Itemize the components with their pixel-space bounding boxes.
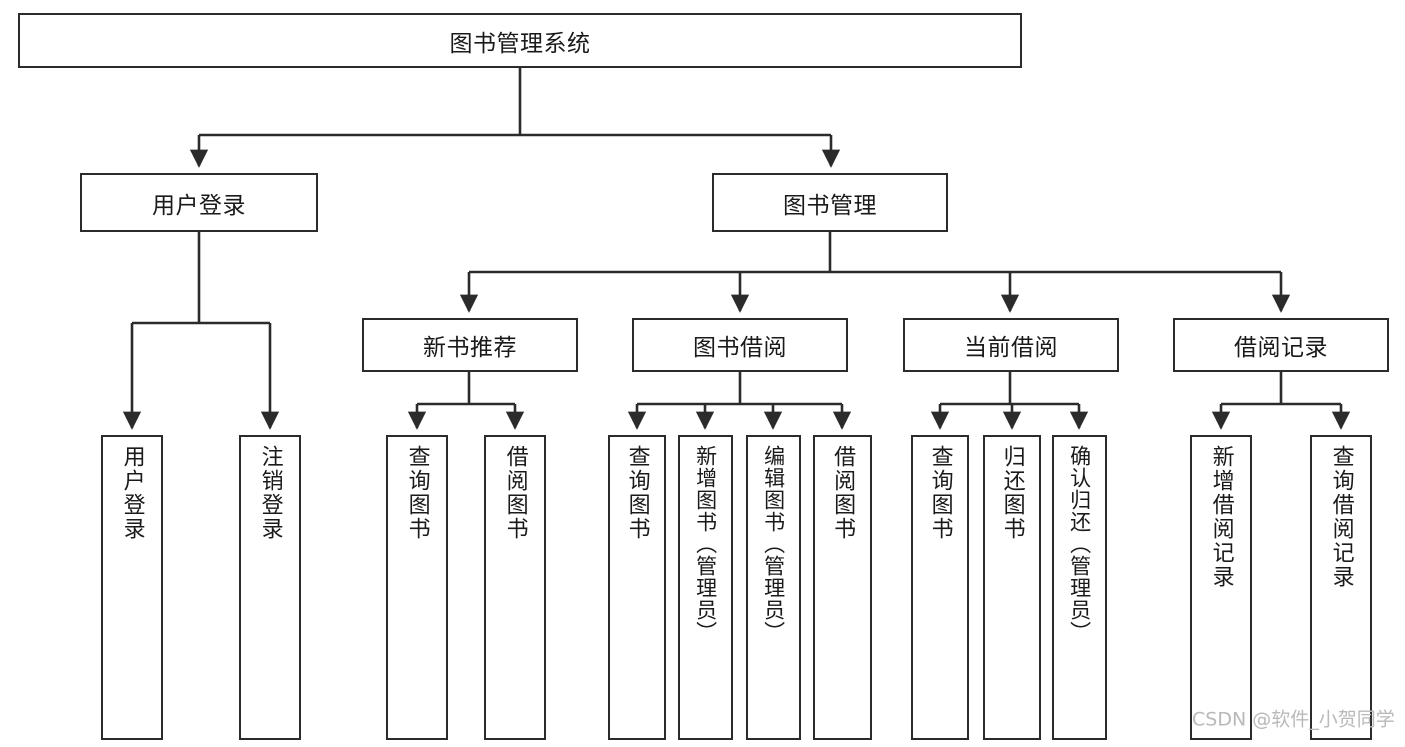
node-level1-label: 用户登录: [152, 192, 246, 219]
node-level2-label: 当前借阅: [964, 335, 1058, 361]
node-leaf-label: 查询图书: [927, 445, 953, 541]
node-leaf-1[interactable]: 注销登录: [239, 435, 301, 740]
node-level2-label: 新书推荐: [423, 335, 517, 361]
node-leaf-label: 查询图书: [624, 445, 650, 541]
node-level2-label: 图书借阅: [693, 335, 787, 361]
node-root[interactable]: 图书管理系统: [18, 13, 1022, 68]
node-leaf-label: 归还图书: [999, 445, 1025, 541]
node-leaf-label: 用户登录: [119, 445, 145, 541]
node-leaf-label: 借阅图书: [830, 445, 856, 541]
node-leaf-5[interactable]: 新增图书（管理员）: [678, 435, 733, 740]
node-leaf-label: 查询借阅记录: [1328, 445, 1354, 589]
node-level1-1[interactable]: 图书管理: [712, 173, 948, 232]
node-leaf-3[interactable]: 借阅图书: [484, 435, 546, 740]
node-leaf-0[interactable]: 用户登录: [101, 435, 163, 740]
node-leaf-8[interactable]: 查询图书: [911, 435, 969, 740]
node-level2-3[interactable]: 借阅记录: [1173, 318, 1389, 372]
node-leaf-10[interactable]: 确认归还（管理员）: [1052, 435, 1107, 740]
watermark: CSDN @软件_小贺同学: [1192, 708, 1395, 731]
node-leaf-label: 编辑图书（管理员）: [761, 445, 786, 643]
node-leaf-label: 新增借阅记录: [1208, 445, 1234, 589]
node-leaf-label: 查询图书: [404, 445, 430, 541]
node-level2-2[interactable]: 当前借阅: [903, 318, 1119, 372]
node-leaf-6[interactable]: 编辑图书（管理员）: [746, 435, 801, 740]
node-leaf-2[interactable]: 查询图书: [386, 435, 448, 740]
node-leaf-label: 注销登录: [257, 445, 283, 541]
node-level1-0[interactable]: 用户登录: [80, 173, 318, 232]
node-root-label: 图书管理系统: [449, 30, 591, 57]
node-level2-label: 借阅记录: [1234, 335, 1328, 361]
node-leaf-4[interactable]: 查询图书: [608, 435, 666, 740]
node-leaf-label: 新增图书（管理员）: [693, 445, 718, 643]
node-level1-label: 图书管理: [783, 192, 877, 219]
node-leaf-7[interactable]: 借阅图书: [813, 435, 872, 740]
node-leaf-9[interactable]: 归还图书: [983, 435, 1041, 740]
node-level2-1[interactable]: 图书借阅: [632, 318, 848, 372]
node-leaf-label: 确认归还（管理员）: [1067, 445, 1092, 643]
node-leaf-label: 借阅图书: [502, 445, 528, 541]
node-leaf-12[interactable]: 查询借阅记录: [1310, 435, 1372, 740]
node-level2-0[interactable]: 新书推荐: [362, 318, 578, 372]
node-leaf-11[interactable]: 新增借阅记录: [1190, 435, 1252, 740]
